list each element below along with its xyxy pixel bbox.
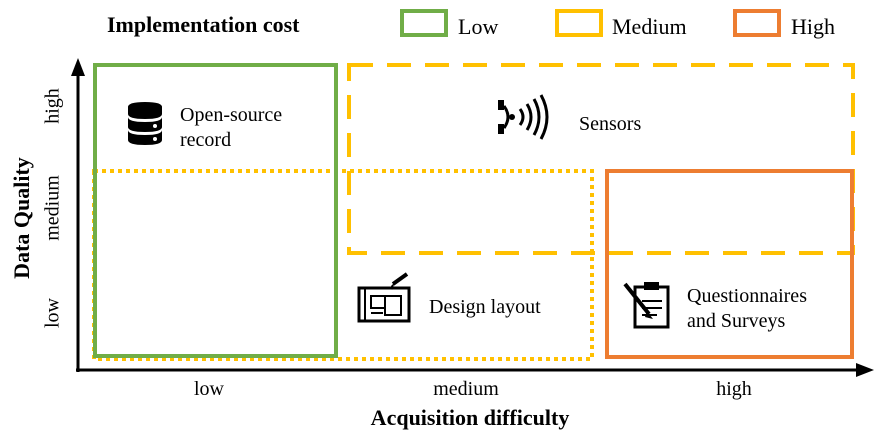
blueprint-icon	[357, 272, 411, 323]
label-open-source-record-line2: record	[180, 129, 232, 151]
sensor-signal-icon	[498, 94, 549, 140]
label-open-source-record: Open-source record	[180, 103, 282, 153]
y-tick-low: low	[41, 298, 64, 328]
label-questionnaires: Questionnaires and Surveys	[687, 284, 807, 334]
legend-swatch-high	[733, 9, 781, 37]
label-questionnaires-line2: and Surveys	[687, 310, 786, 332]
region-open-source-record	[93, 63, 338, 358]
x-axis-arrowhead	[856, 363, 874, 377]
y-axis-title: Data Quality	[9, 157, 34, 279]
x-tick-high: high	[716, 378, 752, 400]
clipboard-icon	[623, 282, 670, 329]
x-tick-low: low	[194, 378, 224, 400]
legend-label-low: Low	[458, 14, 499, 39]
label-open-source-record-line1: Open-source	[180, 104, 283, 126]
legend-swatch-low	[400, 9, 448, 37]
label-design-layout: Design layout	[429, 296, 541, 318]
label-questionnaires-line1: Questionnaires	[687, 285, 807, 307]
legend-label-medium: Medium	[612, 14, 687, 39]
region-sensors	[347, 63, 855, 255]
legend-swatch-medium	[555, 9, 603, 37]
legend-title: Implementation cost	[107, 12, 300, 37]
x-axis-title: Acquisition difficulty	[370, 405, 570, 430]
region-questionnaires	[605, 169, 854, 359]
label-sensors: Sensors	[579, 113, 642, 135]
y-tick-medium: medium	[41, 175, 64, 241]
y-axis-arrowhead	[71, 58, 85, 76]
y-tick-high: high	[41, 88, 64, 124]
database-icon	[128, 102, 162, 145]
region-design-layout	[92, 169, 594, 361]
x-tick-medium: medium	[433, 378, 499, 400]
legend-label-high: High	[791, 14, 835, 39]
